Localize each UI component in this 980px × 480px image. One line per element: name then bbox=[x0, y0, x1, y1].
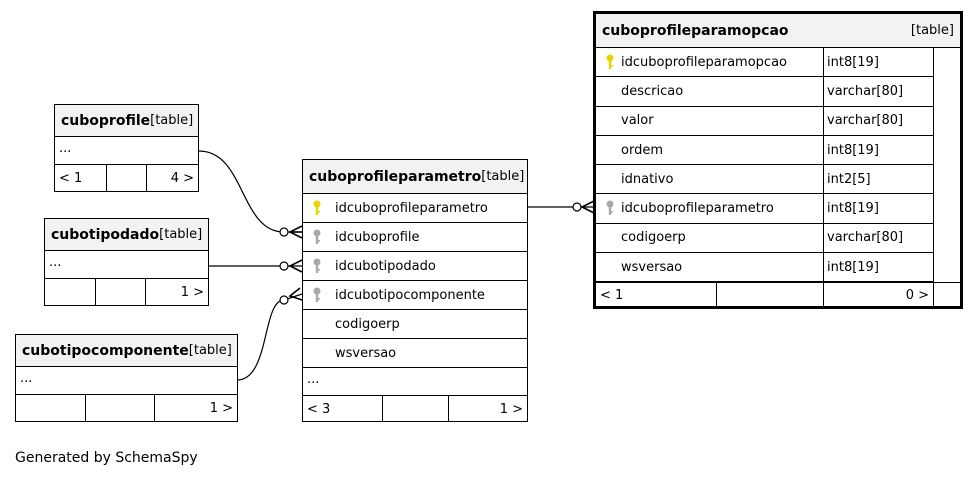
crowfoot-cubotipodado bbox=[288, 259, 303, 273]
table-cubotipocomponente[interactable]: cubotipocomponente [table] ... 1 > bbox=[15, 334, 238, 422]
column-name: codigoerp bbox=[621, 230, 686, 246]
column-row[interactable]: idcubotipocomponente bbox=[303, 281, 527, 310]
column-type: varchar[80] bbox=[824, 77, 934, 107]
column-name: codigoerp bbox=[335, 316, 400, 332]
footer-middle bbox=[383, 396, 449, 422]
column-row[interactable]: idnativo int2[5] bbox=[596, 165, 960, 195]
column-row[interactable]: ordem int8[19] bbox=[596, 135, 960, 166]
table-header: cuboprofileparamopcao [table] bbox=[596, 14, 960, 48]
column-type: int8[19] bbox=[824, 253, 934, 283]
column-type: int8[19] bbox=[824, 48, 934, 78]
column-type: int8[19] bbox=[824, 194, 934, 224]
table-name: cubotipocomponente bbox=[22, 342, 189, 359]
footer-middle bbox=[717, 283, 824, 309]
column-row[interactable]: idcuboprofile bbox=[303, 223, 527, 252]
table-name: cuboprofileparametro bbox=[309, 168, 482, 185]
column-row[interactable]: idcuboprofileparametro int8[19] bbox=[596, 194, 960, 224]
footer-right: 1 > bbox=[209, 400, 233, 416]
column-name: idcuboprofile bbox=[335, 229, 420, 245]
table-header: cuboprofile [table] bbox=[55, 105, 198, 137]
table-header: cuboprofileparametro [table] bbox=[303, 160, 527, 194]
table-footer: 1 > bbox=[16, 395, 237, 421]
table-kind: [table] bbox=[188, 343, 232, 358]
column-name: valor bbox=[621, 113, 654, 129]
primary-key-icon bbox=[313, 200, 321, 215]
column-row[interactable]: codigoerp varchar[80] bbox=[596, 223, 960, 254]
foreign-key-icon bbox=[313, 287, 321, 302]
column-name: idcuboprofileparametro bbox=[335, 200, 488, 216]
column-row[interactable]: idcuboprofileparamopcao int8[19] bbox=[596, 48, 960, 78]
footer-middle bbox=[96, 279, 146, 305]
table-name: cubotipodado bbox=[51, 226, 160, 243]
table-kind: [table] bbox=[150, 113, 194, 128]
table-footer: < 3 1 > bbox=[303, 396, 527, 422]
generated-by-credit: Generated by SchemaSpy bbox=[15, 450, 198, 466]
relation-circle-cubotipodado bbox=[279, 261, 289, 271]
table-header: cubotipodado [table] bbox=[45, 219, 208, 251]
column-row[interactable]: idcubotipodado bbox=[303, 252, 527, 281]
footer-right: 0 > bbox=[824, 283, 934, 309]
footer-left bbox=[16, 395, 86, 421]
crowfoot-cubotipocomponente bbox=[288, 287, 303, 301]
crowfoot-paramopcao bbox=[580, 200, 595, 214]
column-name: idnativo bbox=[621, 171, 674, 187]
table-cuboprofileparamopcao[interactable]: cuboprofileparamopcao [table] idcuboprof… bbox=[593, 11, 963, 309]
column-type: int2[5] bbox=[824, 165, 934, 195]
table-cubotipodado[interactable]: cubotipodado [table] ... 1 > bbox=[44, 218, 209, 306]
footer-left: < 3 bbox=[303, 396, 383, 422]
column-name: wsversao bbox=[335, 345, 397, 361]
column-row[interactable]: idcuboprofileparametro bbox=[303, 194, 527, 223]
column-name: ordem bbox=[621, 142, 663, 158]
footer-middle bbox=[107, 165, 147, 191]
relation-line-cuboprofile bbox=[198, 150, 302, 233]
footer-left: < 1 bbox=[55, 165, 107, 191]
table-cuboprofileparametro[interactable]: cuboprofileparametro [table] idcuboprofi… bbox=[302, 159, 528, 422]
table-cuboprofile[interactable]: cuboprofile [table] ... < 1 4 > bbox=[54, 104, 199, 192]
footer-left bbox=[45, 279, 96, 305]
foreign-key-icon bbox=[606, 200, 614, 216]
footer-middle bbox=[86, 395, 155, 421]
relation-line-cubotipocomponente bbox=[236, 293, 303, 381]
table-footer: < 1 0 > bbox=[596, 282, 960, 309]
primary-key-icon bbox=[606, 54, 614, 69]
ellipsis-row: ... bbox=[16, 367, 237, 395]
column-row[interactable]: codigoerp bbox=[303, 310, 527, 339]
footer-right: 4 > bbox=[170, 170, 194, 186]
table-kind: [table] bbox=[159, 227, 203, 242]
column-row[interactable]: wsversao bbox=[303, 339, 527, 368]
relation-circle-cuboprofile bbox=[279, 227, 289, 237]
column-row[interactable]: descricao varchar[80] bbox=[596, 77, 960, 107]
table-name: cuboprofileparamopcao bbox=[602, 22, 789, 39]
relation-circle-paramopcao bbox=[572, 202, 582, 212]
column-name: wsversao bbox=[621, 259, 683, 275]
table-kind: [table] bbox=[481, 169, 525, 184]
column-name: idcubotipodado bbox=[335, 258, 436, 274]
relation-circle-cubotipocomponente bbox=[279, 295, 289, 305]
column-name: idcuboprofileparamopcao bbox=[621, 54, 787, 70]
column-row[interactable]: wsversao int8[19] bbox=[596, 253, 960, 283]
table-header: cubotipocomponente [table] bbox=[16, 335, 237, 367]
footer-right: 1 > bbox=[180, 284, 204, 300]
ellipsis-row: ... bbox=[55, 137, 198, 165]
column-name: idcubotipocomponente bbox=[335, 287, 485, 303]
crowfoot-cuboprofile bbox=[288, 225, 303, 239]
foreign-key-icon bbox=[313, 229, 321, 244]
column-type: int8[19] bbox=[824, 135, 934, 166]
ellipsis-row: ... bbox=[45, 251, 208, 279]
column-row[interactable]: valor varchar[80] bbox=[596, 106, 960, 136]
footer-left: < 1 bbox=[596, 283, 717, 309]
foreign-key-icon bbox=[313, 258, 321, 273]
footer-right: 1 > bbox=[499, 401, 523, 417]
column-name: descricao bbox=[621, 83, 684, 99]
ellipsis-row: ... bbox=[303, 368, 527, 396]
column-type: varchar[80] bbox=[824, 223, 934, 254]
table-kind: [table] bbox=[910, 23, 954, 38]
table-footer: < 1 4 > bbox=[55, 165, 198, 191]
table-name: cuboprofile bbox=[61, 112, 151, 129]
column-name: idcuboprofileparametro bbox=[621, 201, 774, 217]
column-type: varchar[80] bbox=[824, 106, 934, 136]
table-footer: 1 > bbox=[45, 279, 208, 305]
